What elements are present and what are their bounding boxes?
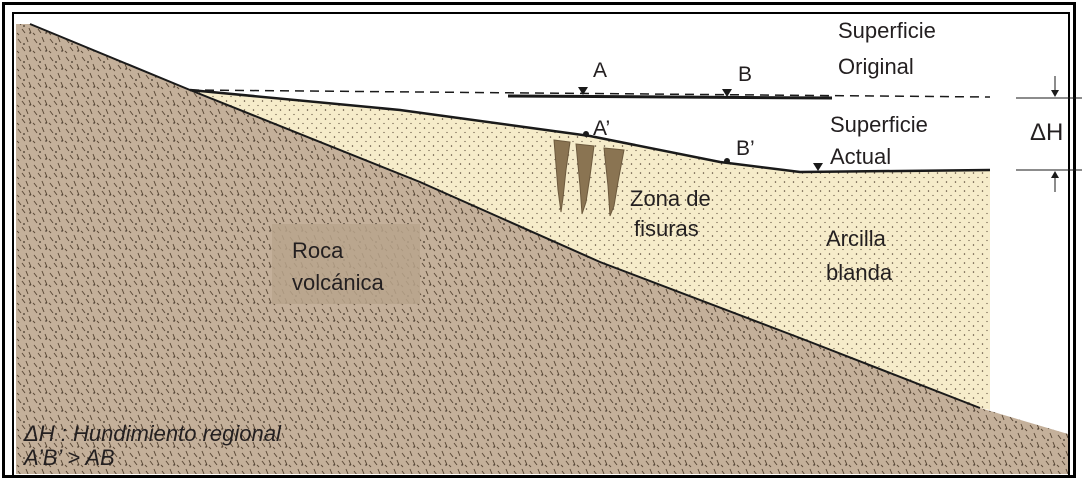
marker-actual-arrow <box>813 163 823 171</box>
label-rock-1: Roca <box>292 238 343 263</box>
original-surface-segment <box>508 96 832 98</box>
legend-line-1: ΔH : Hundimiento regional <box>24 421 281 446</box>
marker-b-prime-dot <box>724 158 730 164</box>
label-surface-actual-2: Actual <box>830 144 891 169</box>
label-marker-a: A <box>593 58 607 83</box>
label-marker-b: B <box>738 62 752 87</box>
label-rock-2: volcánica <box>292 270 384 295</box>
label-clay-2: blanda <box>826 260 892 285</box>
label-delta-h: ΔH <box>1030 120 1063 145</box>
marker-a-prime-dot <box>583 131 589 137</box>
marker-b-arrow <box>722 89 732 97</box>
legend-line-2: A’B’ > AB <box>24 445 115 470</box>
label-clay-1: Arcilla <box>826 226 886 251</box>
label-surface-original-1: Superficie <box>838 18 936 43</box>
label-marker-b-prime: B’ <box>736 136 755 161</box>
label-crack-zone-1: Zona de <box>630 186 711 211</box>
label-marker-a-prime: A’ <box>593 116 610 141</box>
label-crack-zone-2: fisuras <box>634 216 699 241</box>
label-surface-actual-1: Superficie <box>830 112 928 137</box>
label-surface-original-2: Original <box>838 54 914 79</box>
